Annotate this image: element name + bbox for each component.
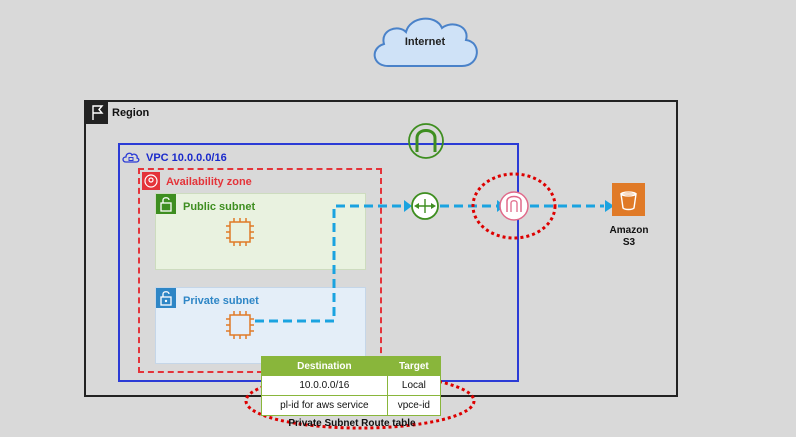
internet-gateway-icon [408, 123, 444, 159]
location-icon [142, 172, 160, 190]
highlight-circle [471, 172, 557, 240]
public-subnet-label: Public subnet [183, 201, 256, 213]
ec2-instance-icon [226, 311, 254, 339]
lock-icon [156, 194, 176, 214]
availability-zone: Availability zone [138, 168, 382, 373]
region-label: Region [112, 107, 150, 119]
route-table-caption: Private Subnet Route table [288, 418, 416, 429]
arrow-head-icon [404, 200, 412, 212]
vpc-label: VPC 10.0.0.0/16 [146, 152, 227, 164]
highlight-circle [244, 372, 476, 430]
route-table-header-destination: Destination [261, 356, 388, 376]
s3-label: Amazon S3 [596, 225, 662, 249]
lock-icon [156, 288, 176, 308]
route-target: Local [386, 375, 442, 396]
internet-cloud: Internet [366, 8, 484, 76]
vpc-cloud-icon [122, 152, 140, 163]
cloud-icon [373, 17, 478, 67]
route-target: vpce-id [386, 395, 442, 416]
flow-arrow [255, 204, 604, 323]
s3-bucket-icon [612, 183, 645, 216]
public-subnet: Public subnet [155, 193, 366, 270]
ec2-instance-icon [226, 218, 254, 246]
s3-label-line1: Amazon [609, 225, 649, 236]
private-subnet-label: Private subnet [183, 295, 259, 307]
table-row: 10.0.0.0/16 Local [261, 375, 442, 396]
route-destination: 10.0.0.0/16 [261, 375, 388, 396]
vpc-endpoint-icon [499, 191, 529, 221]
table-row: pl-id for aws service vpce-id [261, 395, 442, 416]
router-icon [411, 192, 439, 220]
s3-label-line2: S3 [622, 237, 636, 248]
private-subnet: Private subnet [155, 287, 366, 364]
arrow-head-icon [605, 200, 614, 212]
route-table: Destination Target 10.0.0.0/16 Local pl-… [261, 356, 442, 416]
availability-zone-label: Availability zone [166, 176, 252, 188]
flag-icon [86, 102, 108, 124]
route-destination: pl-id for aws service [261, 395, 388, 416]
internet-label: Internet [404, 36, 446, 48]
route-table-header-target: Target [386, 356, 442, 376]
